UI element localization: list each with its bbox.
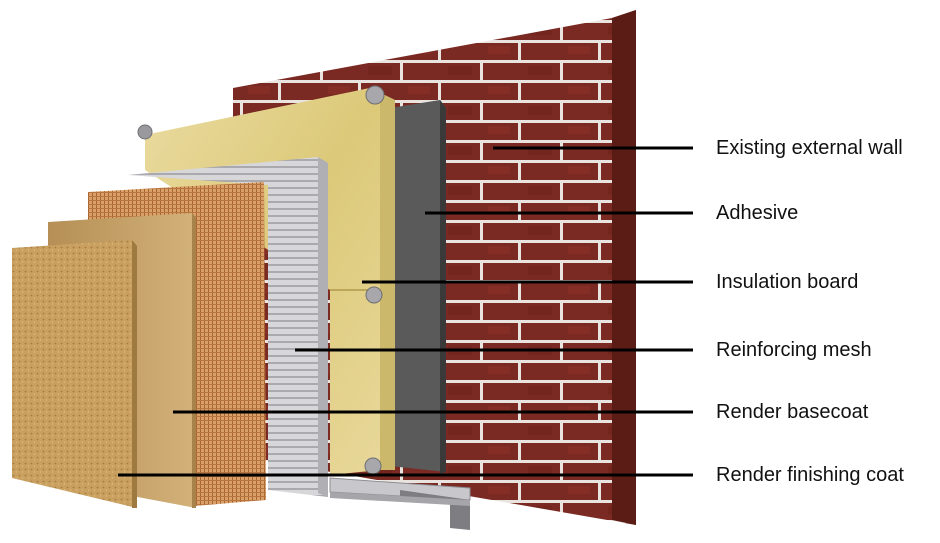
- anchor-icon: [137, 124, 153, 140]
- adhesive-edge: [440, 100, 446, 474]
- fixing-anchors: [137, 85, 385, 475]
- label-insulation-board: Insulation board: [716, 271, 859, 293]
- finish-edge: [132, 240, 137, 508]
- mesh-board-side: [318, 157, 328, 497]
- label-render-finishing-coat: Render finishing coat: [716, 464, 904, 486]
- label-adhesive: Adhesive: [716, 202, 799, 224]
- brick-wall-side: [612, 10, 636, 525]
- label-render-basecoat: Render basecoat: [716, 401, 869, 423]
- anchor-icon: [365, 85, 385, 105]
- orange-mesh-layer: [88, 182, 266, 506]
- anchor-icon: [364, 457, 382, 475]
- leader-lines: [118, 146, 693, 477]
- starter-track: [329, 477, 471, 530]
- render-finishing-coat-layer: [12, 240, 137, 508]
- insulation-side: [370, 88, 395, 470]
- finish-face: [12, 240, 137, 508]
- adhesive-layer: [390, 100, 446, 472]
- label-reinforcing-mesh: Reinforcing mesh: [716, 339, 872, 361]
- basecoat-edge: [192, 213, 196, 508]
- label-existing-external-wall: Existing external wall: [716, 137, 903, 159]
- anchor-icon: [365, 286, 383, 304]
